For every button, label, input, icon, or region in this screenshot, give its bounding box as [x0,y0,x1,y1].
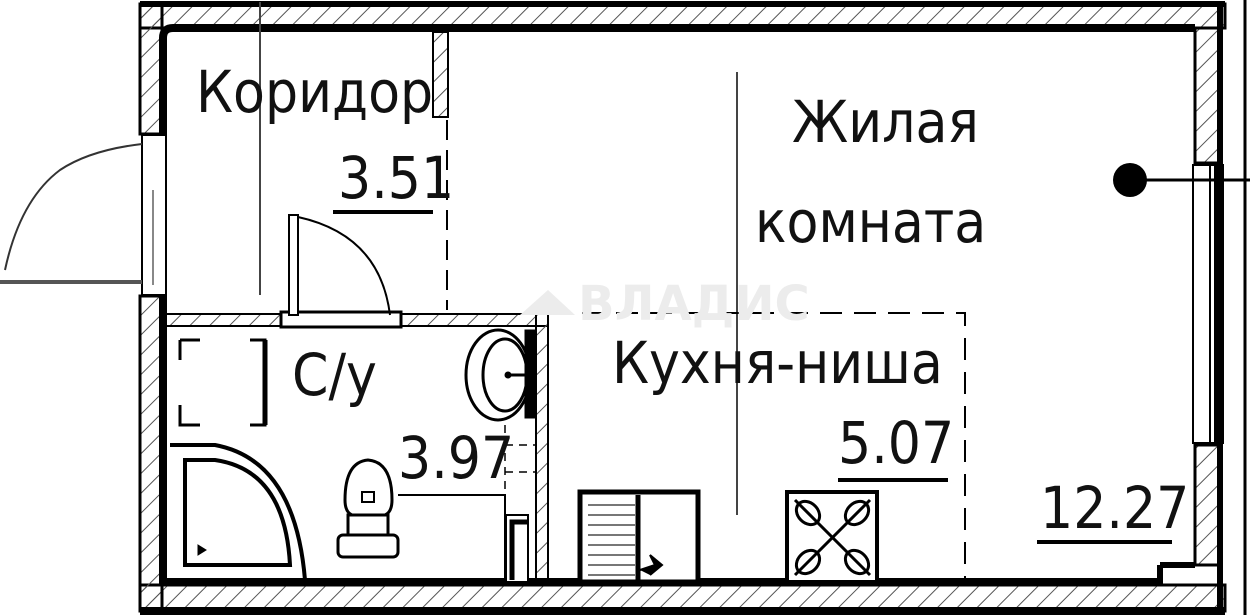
living-room-area: 12.27 [1040,474,1189,542]
bathroom-area: 3.97 [398,424,514,492]
corridor-label: Коридор [196,58,433,126]
bathroom-label: С/у [292,341,377,409]
living-room-label-line2: комната [755,188,986,256]
electrical-point-icon [1113,163,1250,197]
shower-tray-icon [170,443,307,581]
toilet-icon [336,458,400,559]
window [1192,164,1224,444]
washing-machine-icon [178,338,268,427]
corridor-area: 3.51 [338,144,454,212]
entrance-door [0,134,167,296]
living-room-label-line1: Жилая [792,88,979,156]
svg-text:ВЛАДИС: ВЛАДИС [578,276,810,332]
stove-icon [785,490,879,584]
kitchen-niche-label: Кухня-ниша [612,329,943,397]
kitchen-sink-icon [577,489,701,585]
watermark: ВЛАДИС [520,276,810,332]
kitchen-niche-area: 5.07 [838,409,954,477]
sink-icon [464,328,537,422]
